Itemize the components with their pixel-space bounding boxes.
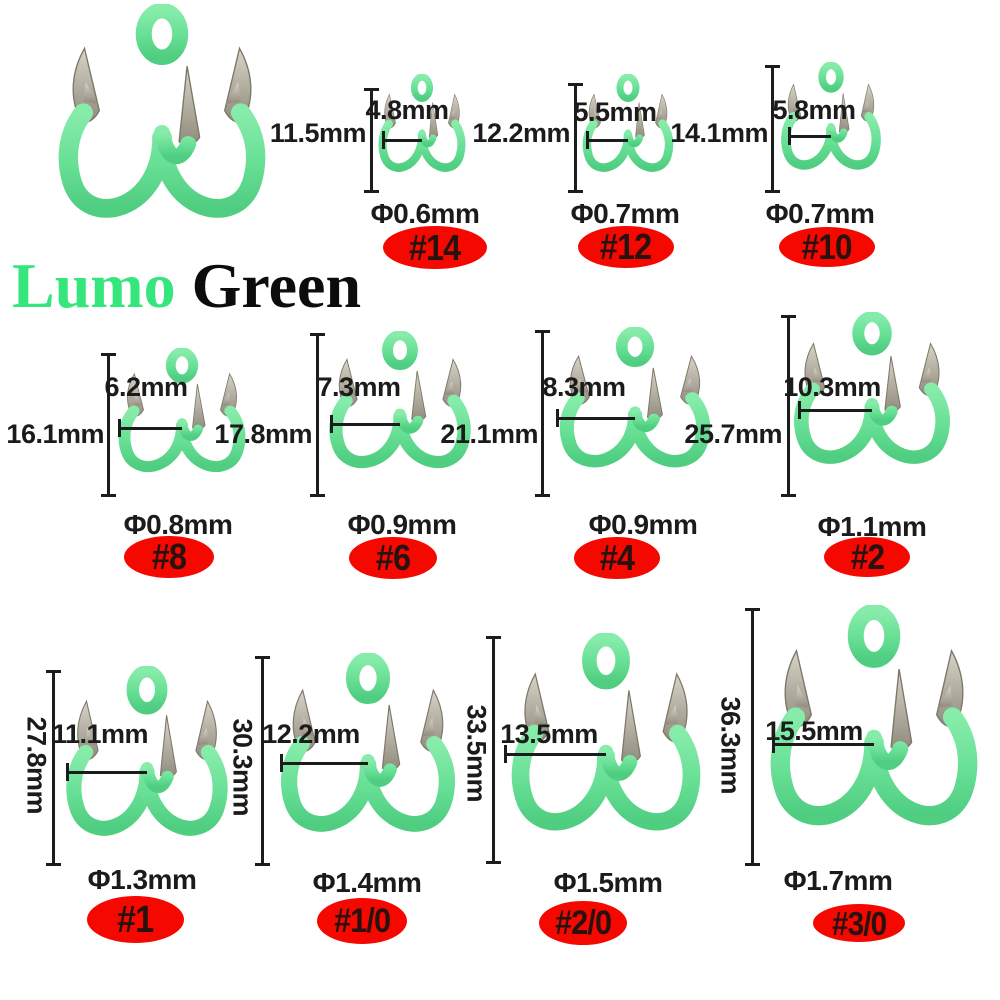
size-badge: #4 — [574, 537, 660, 579]
width-label: 8.3mm — [542, 372, 626, 402]
height-dimension-line — [568, 83, 583, 193]
height-dimension-line — [255, 656, 270, 866]
diameter-label: Φ1.7mm — [783, 865, 893, 896]
size-badge: #1/0 — [317, 898, 407, 944]
size-badge: #2/0 — [539, 901, 627, 945]
diameter-label: Φ0.8mm — [123, 509, 233, 540]
width-label: 10.3mm — [783, 372, 881, 402]
width-label: 7.3mm — [317, 372, 401, 402]
size-badge: #12 — [578, 226, 674, 268]
diameter-label: Φ1.5mm — [553, 867, 663, 898]
hero-treble-hook-image — [48, 4, 276, 266]
width-dimension-line — [330, 416, 400, 432]
width-label: 5.5mm — [573, 97, 657, 127]
width-label: 6.2mm — [104, 372, 188, 402]
width-label: 11.1mm — [51, 719, 149, 749]
height-dimension-line — [46, 670, 61, 866]
size-badge-label: #3/0 — [831, 904, 887, 942]
diameter-label: Φ1.1mm — [817, 511, 927, 542]
size-badge-label: #14 — [409, 226, 461, 268]
treble-hook-image-4 — [552, 327, 718, 499]
height-dimension-line — [765, 65, 780, 193]
width-dimension-line — [798, 402, 872, 418]
size-badge-label: #4 — [599, 537, 635, 578]
height-label: 33.5mm — [461, 704, 492, 803]
size-badge: #10 — [779, 227, 875, 267]
size-badge: #8 — [124, 536, 214, 578]
diameter-label: Φ0.7mm — [570, 198, 680, 229]
width-dimension-line — [66, 764, 147, 780]
page-title: Lumo Green — [12, 254, 361, 318]
width-dimension-line — [280, 755, 368, 771]
size-badge: #14 — [383, 226, 487, 269]
size-badge: #2 — [824, 537, 910, 577]
size-badge-label: #2/0 — [555, 904, 612, 942]
height-dimension-line — [364, 88, 379, 193]
diameter-label: Φ0.7mm — [765, 198, 875, 229]
size-badge: #6 — [349, 537, 437, 579]
diameter-label: Φ1.4mm — [312, 867, 422, 898]
width-dimension-line — [504, 746, 606, 762]
size-badge-label: #8 — [151, 536, 187, 577]
height-label: 36.3mm — [715, 696, 746, 795]
height-dimension-line — [781, 315, 796, 497]
width-dimension-line — [772, 736, 874, 752]
size-badge-label: #6 — [375, 537, 411, 578]
treble-hook-image-10 — [776, 62, 886, 194]
height-label: 30.3mm — [227, 718, 258, 817]
width-label: 12.2mm — [262, 719, 360, 749]
height-dimension-line — [101, 353, 116, 497]
size-badge-label: #1 — [117, 898, 154, 941]
width-label: 4.8mm — [365, 95, 449, 125]
width-label: 15.5mm — [765, 716, 863, 746]
treble-hook-image-6 — [322, 331, 478, 499]
height-label: 21.1mm — [440, 419, 538, 449]
size-badge: #3/0 — [813, 904, 905, 942]
height-dimension-line — [310, 333, 325, 497]
height-label: 14.1mm — [670, 118, 768, 148]
treble-hook-image-1 — [58, 666, 236, 874]
height-label: 12.2mm — [472, 118, 570, 148]
height-label: 16.1mm — [6, 419, 104, 449]
treble-hook-image-14 — [374, 74, 470, 194]
size-badge-label: #1/0 — [334, 902, 391, 940]
height-dimension-line — [745, 608, 760, 866]
size-badge-label: #2 — [850, 537, 884, 577]
height-dimension-line — [486, 636, 501, 864]
width-dimension-line — [556, 410, 635, 426]
width-label: 13.5mm — [500, 719, 598, 749]
height-label: 17.8mm — [214, 419, 312, 449]
title-word-green: Green — [191, 250, 362, 321]
width-label: 5.8mm — [772, 95, 856, 125]
treble-hook-image-2 — [786, 312, 958, 498]
title-word-lumo: Lumo — [12, 250, 176, 321]
diameter-label: Φ1.3mm — [87, 864, 197, 895]
width-dimension-line — [586, 132, 628, 148]
width-dimension-line — [382, 132, 422, 148]
diameter-label: Φ0.9mm — [588, 509, 698, 540]
size-badge-label: #10 — [802, 227, 853, 267]
width-dimension-line — [118, 420, 182, 436]
size-badge-label: #12 — [600, 226, 652, 267]
height-label: 11.5mm — [269, 118, 367, 148]
diameter-label: Φ0.9mm — [347, 509, 457, 540]
width-dimension-line — [788, 128, 831, 144]
size-badge: #1 — [87, 896, 184, 943]
height-label: 25.7mm — [684, 419, 782, 449]
diameter-label: Φ0.6mm — [370, 198, 480, 229]
height-dimension-line — [535, 330, 550, 497]
